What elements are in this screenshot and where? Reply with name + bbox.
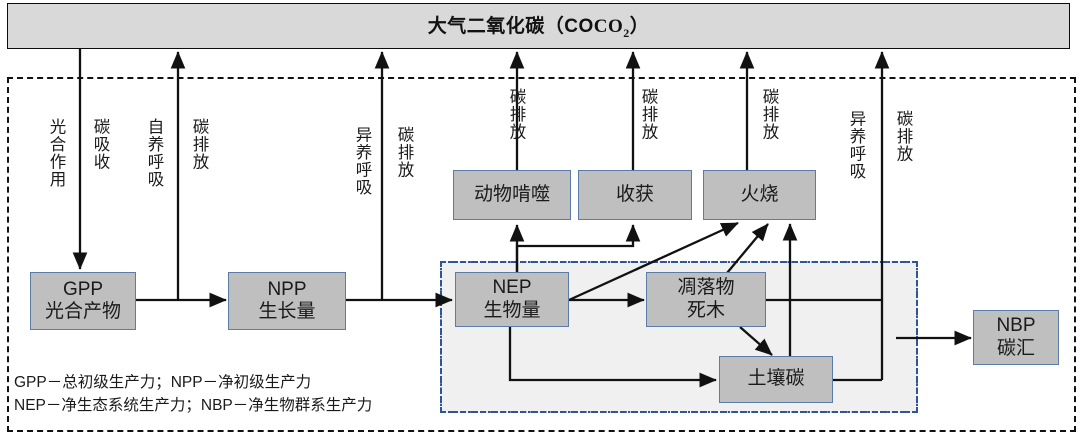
ecosystem-boundary-frame (7, 77, 1076, 432)
box-nep[interactable]: NEP 生物量 (455, 272, 569, 327)
label-carbon-emission-5: 碳排放 (760, 88, 778, 141)
co2-subscript: 2 (623, 25, 630, 40)
box-npp-line2: 生长量 (258, 301, 316, 322)
box-soil-carbon[interactable]: 土壤碳 (719, 356, 833, 403)
abbreviation-legend: GPP－总初级生产力；NPP－净初级生产力 NEP－净生态系统生产力；NBP－净… (14, 371, 372, 418)
box-nbp[interactable]: NBP 碳汇 (973, 310, 1059, 365)
box-gpp-line1: GPP (62, 278, 104, 300)
label-carbon-emission-4: 碳排放 (639, 88, 657, 141)
box-harvest-label: 收获 (615, 183, 654, 205)
box-animal-grazing-label: 动物啃噬 (473, 183, 550, 205)
atmosphere-label-main: 大气二氧化碳（CO (427, 16, 594, 38)
box-fire[interactable]: 火烧 (703, 170, 816, 220)
label-photosynthesis: 光合作用 (47, 118, 65, 188)
label-carbon-emission-2: 碳排放 (395, 126, 413, 179)
label-carbon-emission-3: 碳排放 (507, 88, 525, 141)
box-litter-line2: 死木 (686, 299, 725, 321)
atmosphere-label: 大气二氧化碳（COCO2） (428, 11, 650, 41)
box-npp-line1: NPP (267, 278, 307, 300)
box-litter-line1: 凋落物 (677, 277, 735, 299)
label-carbon-emission-6: 碳排放 (894, 110, 912, 163)
box-nep-line1: NEP (492, 277, 532, 299)
box-npp[interactable]: NPP 生长量 (228, 272, 346, 330)
label-heterotrophic-respiration-2: 异养呼吸 (847, 110, 865, 180)
box-gpp-line2: 光合产物 (44, 301, 121, 322)
co2-formula: CO2 (593, 16, 630, 40)
atmosphere-co2-bar: 大气二氧化碳（COCO2） (7, 3, 1070, 49)
label-autotrophic-respiration: 自养呼吸 (145, 118, 163, 188)
label-heterotrophic-respiration-1: 异养呼吸 (353, 126, 371, 196)
label-carbon-emission-1: 碳排放 (190, 118, 208, 171)
box-harvest[interactable]: 收获 (578, 170, 692, 220)
legend-line-1: GPP－总初级生产力；NPP－净初级生产力 (14, 374, 312, 391)
box-fire-label: 火烧 (740, 183, 779, 205)
box-nep-line2: 生物量 (483, 299, 541, 321)
box-animal-grazing[interactable]: 动物啃噬 (453, 170, 571, 220)
box-gpp[interactable]: GPP 光合产物 (30, 272, 136, 330)
legend-line-2: NEP－净生态系统生产力；NBP－净生物群系生产力 (14, 397, 373, 415)
box-soil-carbon-label: 土壤碳 (747, 368, 805, 390)
box-nbp-line2: 碳汇 (996, 337, 1035, 359)
atmosphere-label-tail: ） (629, 16, 650, 38)
label-carbon-uptake: 碳吸收 (91, 118, 109, 171)
box-litter-deadwood[interactable]: 凋落物 死木 (646, 272, 766, 327)
box-nbp-line1: NBP (996, 315, 1036, 337)
